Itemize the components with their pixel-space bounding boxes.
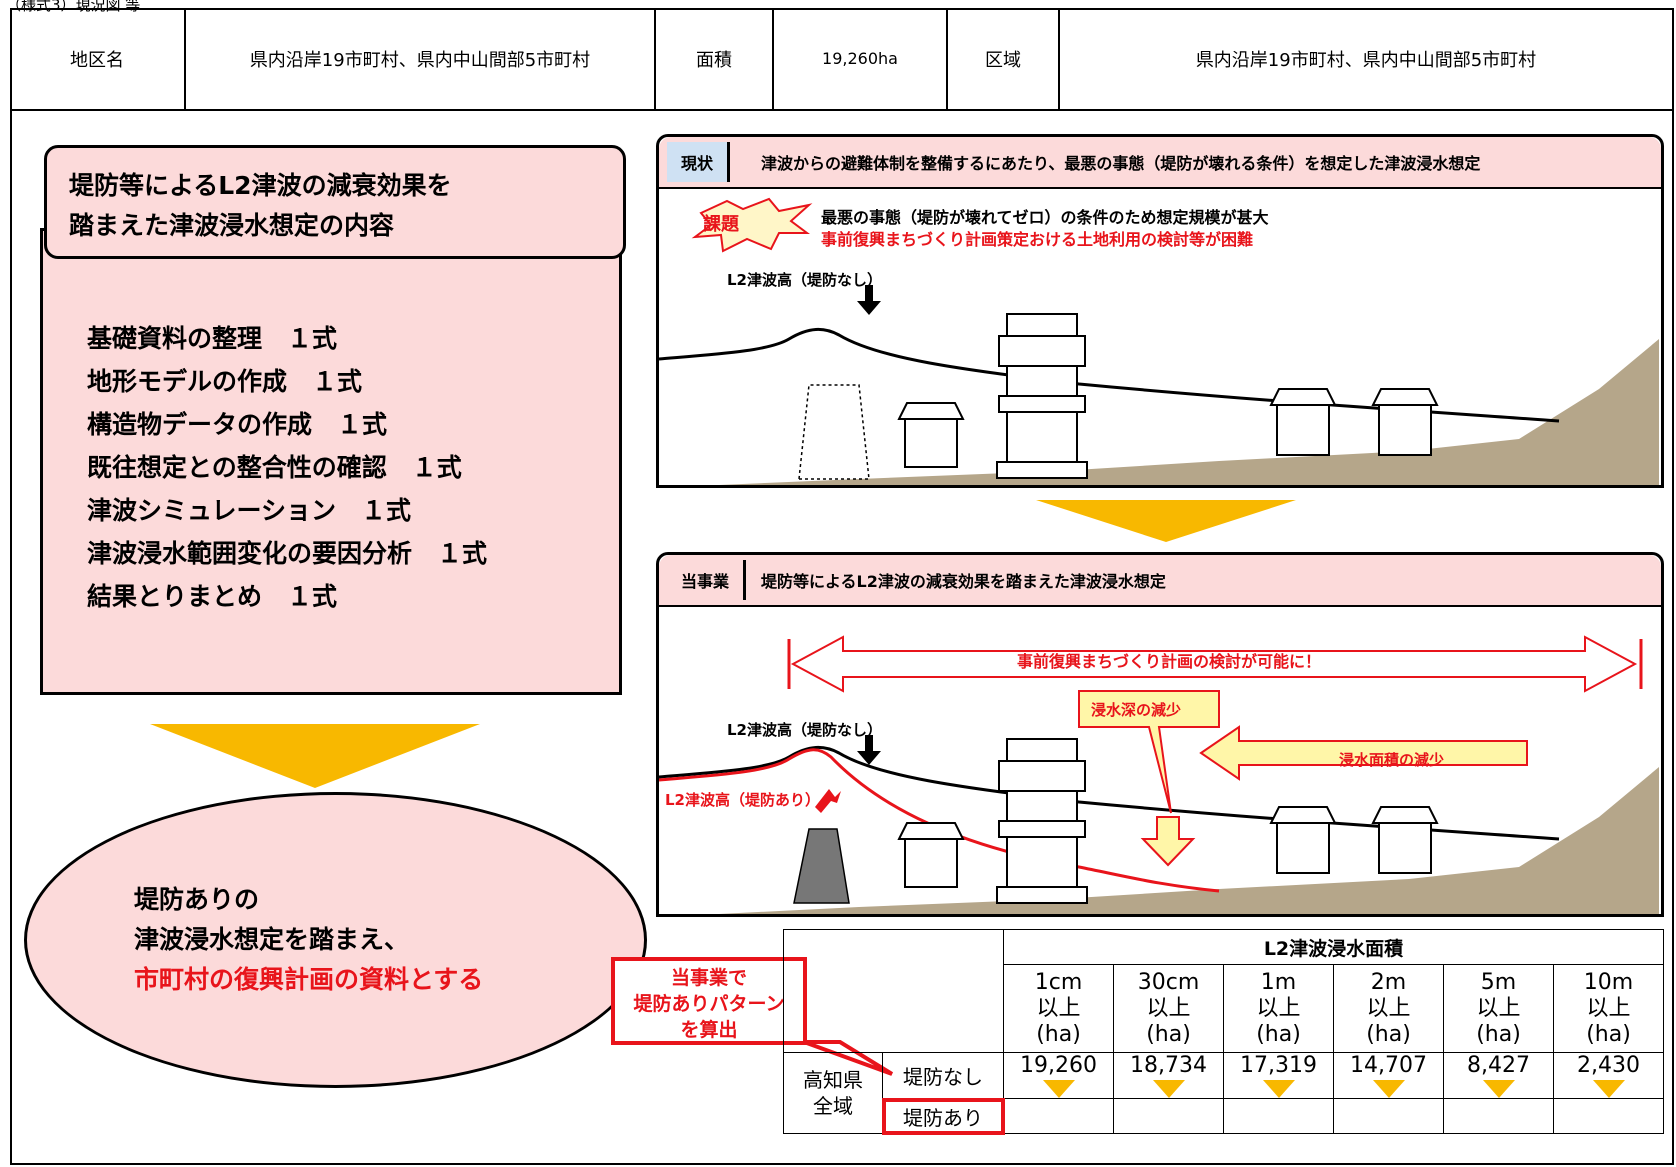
table-cell-empty (1333, 1098, 1444, 1134)
table-cell-empty (1003, 1098, 1114, 1134)
work-item: 構造物データの作成 １式 (87, 410, 388, 439)
left-title-line2: 踏まえた津波浸水想定の内容 (69, 211, 395, 240)
table-corner (783, 929, 1004, 1053)
project-panel: 当事業 堤防等によるL2津波の減衰効果を踏まえた津波浸水想定 (656, 552, 1664, 917)
decrease-arrow-icon (1372, 1080, 1405, 1098)
current-panel: 現状 津波からの避難体制を整備するにあたり、最悪の事態（堤防が壊れる条件）を想定… (656, 134, 1664, 488)
area-label: 面積 (656, 8, 774, 109)
current-title: 津波からの避難体制を整備するにあたり、最悪の事態（堤防が壊れる条件）を想定した津… (761, 154, 1481, 173)
issue-label: 課題 (703, 214, 739, 235)
left-title-line1: 堤防等によるL2津波の減衰効果を (69, 171, 452, 200)
project-panel-header: 当事業 堤防等によるL2津波の減衰効果を踏まえた津波浸水想定 (659, 555, 1661, 607)
project-tag: 当事業 (667, 560, 747, 600)
region-value: 県内沿岸19市町村、県内中山間部5市町村 (1195, 49, 1537, 71)
table-cell: 8,427 (1443, 1052, 1554, 1099)
issue-line1: 最悪の事態（堤防が壊れてゼロ）の条件のため想定規模が甚大 (821, 208, 1269, 227)
table-cell: 18,734 (1113, 1052, 1224, 1099)
work-items-list: 基礎資料の整理 １式 地形モデルの作成 １式 構造物データの作成 １式 既往想定… (43, 231, 619, 618)
decrease-arrow-icon (1482, 1080, 1515, 1098)
decrease-arrow-icon (1592, 1080, 1625, 1098)
work-item: 地形モデルの作成 １式 (87, 367, 363, 396)
work-item: 基礎資料の整理 １式 (87, 324, 338, 353)
conclusion-line1: 堤防ありの (134, 885, 260, 914)
down-arrow-icon (1036, 500, 1296, 542)
current-illustration (659, 197, 1659, 485)
document-frame (10, 8, 1674, 1165)
table-cell-empty (1553, 1098, 1664, 1134)
table-cell: 14,707 (1333, 1052, 1444, 1099)
district-label: 地区名 (10, 8, 186, 109)
table-cell-empty (1443, 1098, 1554, 1134)
conclusion-ellipse (24, 792, 647, 1088)
header-row: 地区名 県内沿岸19市町村、県内中山間部5市町村 面積 19,260ha 区域 … (10, 8, 1674, 111)
region-label: 区域 (948, 8, 1060, 109)
work-item: 結果とりまとめ １式 (87, 582, 338, 611)
project-illustration (659, 635, 1659, 914)
table-cell-empty (1113, 1098, 1224, 1134)
table-title: L2津波浸水面積 (1003, 929, 1664, 965)
issue-line2: 事前復興まちづくり計画策定おける土地利用の検討等が困難 (821, 230, 1254, 249)
table-cell-empty (1223, 1098, 1334, 1134)
conclusion-line3: 市町村の復興計画の資料とする (134, 965, 484, 994)
decrease-arrow-icon (1262, 1080, 1295, 1098)
work-item: 既往想定との整合性の確認 １式 (87, 453, 462, 482)
project-wave-with-levee: L2津波高（堤防あり） (665, 791, 820, 809)
depth-reduction-label: 浸水深の減少 (1091, 701, 1182, 719)
down-arrow-icon (150, 724, 480, 788)
current-panel-header: 現状 津波からの避難体制を整備するにあたり、最悪の事態（堤防が壊れる条件）を想定… (659, 137, 1661, 189)
conclusion-line2: 津波浸水想定を踏まえ、 (134, 925, 410, 954)
work-item: 津波浸水範囲変化の要因分析 １式 (87, 539, 488, 568)
table-cell: 2,430 (1553, 1052, 1664, 1099)
decrease-arrow-icon (1152, 1080, 1185, 1098)
callout-box: 当事業で 堤防ありパターン を算出 (611, 957, 807, 1045)
area-value: 19,260ha (774, 8, 948, 109)
district-value: 県内沿岸19市町村、県内中山間部5市町村 (186, 8, 656, 109)
callout-line3: を算出 (680, 1019, 738, 1041)
work-item: 津波シミュレーション １式 (87, 496, 412, 525)
conclusion-text: 堤防ありの 津波浸水想定を踏まえ、 市町村の復興計画の資料とする (134, 880, 483, 1000)
row-label-no-levee: 堤防なし (882, 1052, 1004, 1099)
current-wave-label: L2津波高（堤防なし） (727, 271, 882, 289)
table-cell: 17,319 (1223, 1052, 1334, 1099)
project-wave-no-levee: L2津波高（堤防なし） (727, 721, 882, 739)
row-label-with-levee: 堤防あり (881, 1097, 1005, 1135)
project-title: 堤防等によるL2津波の減衰効果を踏まえた津波浸水想定 (761, 572, 1166, 591)
project-banner: 事前復興まちづくり計画の検討が可能に！ (1017, 652, 1322, 671)
region-cell: 高知県全域 (783, 1052, 883, 1134)
work-items-box: 基礎資料の整理 １式 地形モデルの作成 １式 構造物データの作成 １式 既往想定… (40, 228, 622, 695)
current-tag: 現状 (667, 142, 731, 182)
decrease-arrow-icon (1042, 1080, 1075, 1098)
left-title-box: 堤防等によるL2津波の減衰効果を 踏まえた津波浸水想定の内容 (44, 145, 626, 259)
callout-line1: 当事業で (670, 967, 747, 989)
form-caption: （様式3）現況図 等 (6, 0, 141, 14)
area-reduction-label: 浸水面積の減少 (1339, 751, 1445, 769)
table-cell: 19,260 (1003, 1052, 1114, 1099)
callout-line2: 堤防ありパターン (633, 993, 785, 1015)
